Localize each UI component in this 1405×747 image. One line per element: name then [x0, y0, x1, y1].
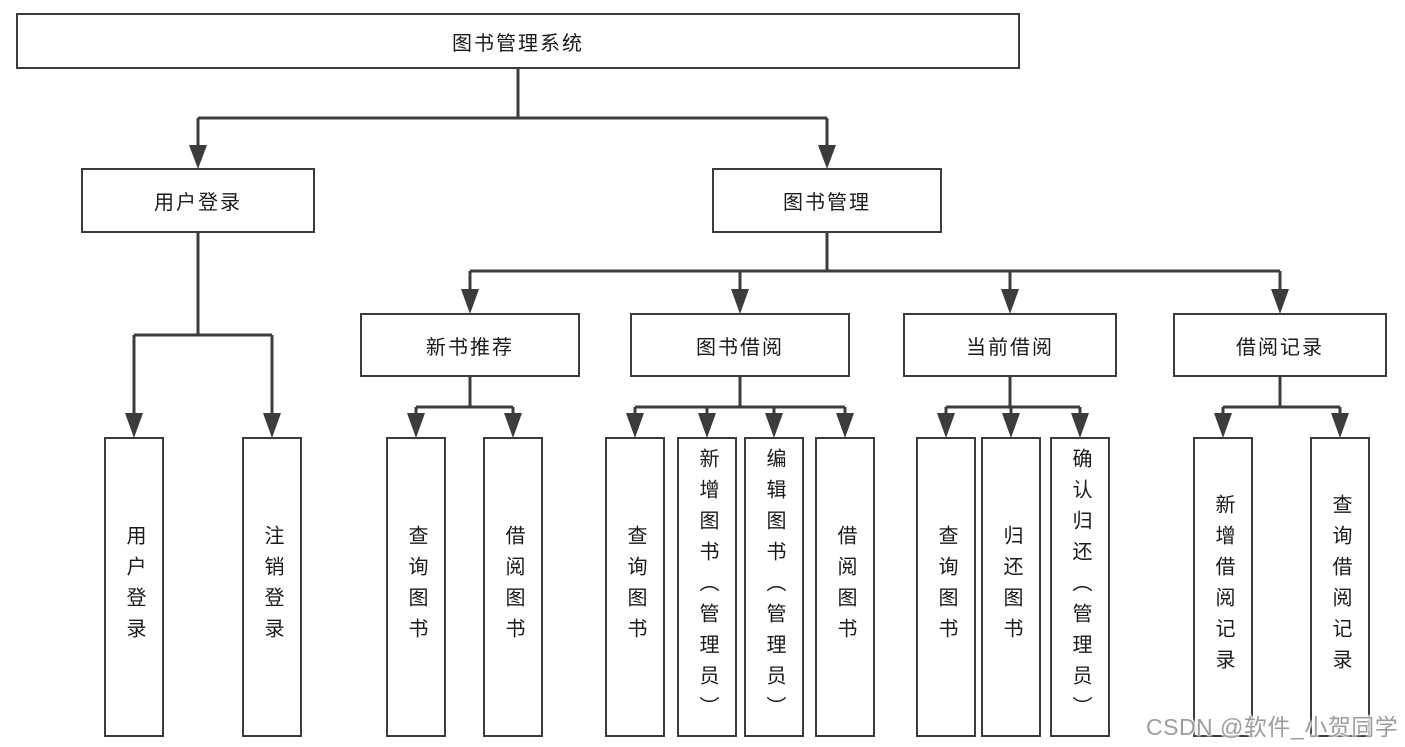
connector-current-borrow-children: [944, 377, 1082, 413]
node-book-borrow: 图书借阅: [630, 313, 850, 377]
node-borrow-query-books: 查询图书: [605, 437, 665, 737]
node-logout: 注销登录: [242, 437, 302, 737]
node-newbook-query-books: 查询图书: [386, 437, 446, 737]
node-borrow-add-books-admin: 新增图书（管理员）: [677, 437, 737, 737]
node-current-borrow: 当前借阅: [903, 313, 1117, 377]
node-book-management: 图书管理: [712, 168, 942, 233]
connector-book-borrow-children: [633, 377, 847, 413]
node-newbook-borrow-books: 借阅图书: [483, 437, 543, 737]
node-records-query-record: 查询借阅记录: [1310, 437, 1370, 737]
node-root: 图书管理系统: [16, 13, 1020, 69]
node-borrow-edit-books-admin: 编辑图书（管理员）: [744, 437, 804, 737]
node-records-add-record: 新增借阅记录: [1193, 437, 1253, 737]
connector-book-management-children: [468, 233, 1282, 289]
node-login: 用户登录: [104, 437, 164, 737]
connector-user-login-children: [132, 233, 274, 413]
connector-new-book-children: [414, 377, 515, 413]
node-current-return-books: 归还图书: [981, 437, 1041, 737]
node-current-confirm-return-admin: 确认归还（管理员）: [1050, 437, 1110, 737]
node-new-book-recommend: 新书推荐: [360, 313, 580, 377]
node-borrow-borrow-books: 借阅图书: [815, 437, 875, 737]
node-current-query-books: 查询图书: [916, 437, 976, 737]
arrowhead-icons: [125, 145, 1349, 438]
node-borrow-records: 借阅记录: [1173, 313, 1387, 377]
node-user-login: 用户登录: [81, 168, 315, 233]
connector-borrow-records-children: [1221, 377, 1342, 413]
csdn-watermark: CSDN @软件_小贺同学: [1146, 714, 1399, 740]
connector-root-to-level2: [196, 69, 829, 146]
